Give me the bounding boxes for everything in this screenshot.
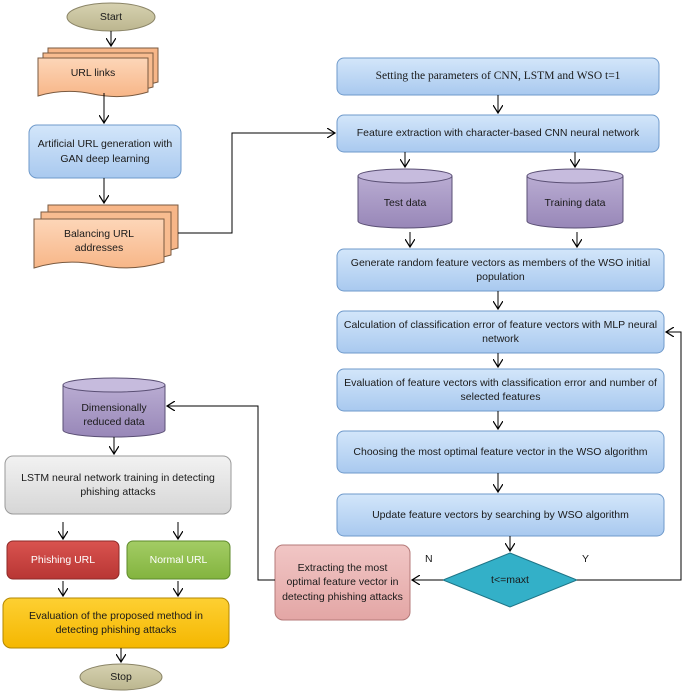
feature-extraction-box [336, 114, 660, 153]
calc-error-label: Calculation of classification error of f… [343, 318, 658, 345]
yes-branch-label: Y [582, 553, 590, 565]
test-data-label: Test data [383, 196, 427, 209]
lstm-label: LSTM neural network training in detectin… [21, 471, 215, 498]
params-label: Setting the parameters of CNN, LSTM and … [375, 69, 621, 82]
condition-diamond [441, 552, 579, 608]
choosing-label: Choosing the most optimal feature vector… [353, 445, 648, 458]
reduced-data-database [62, 377, 166, 438]
url-links-document [37, 47, 159, 98]
stop-terminal [79, 663, 163, 691]
condition-label: t<=maxt [491, 573, 529, 586]
normal-url-box [126, 540, 231, 580]
generate-box [336, 248, 665, 292]
balancing-label: Balancing URL addresses [63, 227, 135, 254]
arrow-condition-yes-loop [577, 332, 682, 581]
gan-label: Artificial URL generation with GAN deep … [37, 138, 173, 165]
lstm-box [4, 455, 232, 515]
phishing-url-label: Phishing URL [30, 553, 96, 566]
extracting-label: Extracting the most optimal feature vect… [282, 562, 403, 603]
evaluation-box [336, 368, 665, 412]
extracting-box [274, 544, 411, 621]
balancing-document [33, 204, 179, 269]
stop-label: Stop [110, 670, 132, 683]
phishing-url-box [6, 540, 120, 580]
evaluation-method-box [2, 597, 230, 649]
training-data-label: Training data [544, 196, 606, 209]
update-label: Update feature vectors by searching by W… [372, 508, 629, 521]
url-links-label: URL links [70, 66, 116, 79]
update-box [336, 493, 665, 537]
training-data-database [526, 168, 624, 229]
feature-extraction-label: Feature extraction with character-based … [356, 127, 640, 140]
evaluation-method-label: Evaluation of the proposed method in det… [29, 609, 203, 636]
test-data-database [357, 168, 453, 229]
arrow-extracting-to-reduced [167, 406, 275, 581]
reduced-data-label: Dimensionally reduced data [81, 401, 147, 428]
choosing-box [336, 430, 665, 474]
calc-error-box [336, 310, 665, 354]
start-label: Start [99, 10, 123, 23]
arrow-balancing-to-feature [178, 133, 335, 234]
no-branch-label: N [425, 553, 433, 565]
normal-url-label: Normal URL [149, 553, 208, 566]
generate-label: Generate random feature vectors as membe… [350, 256, 651, 283]
evaluation-label: Evaluation of feature vectors with class… [344, 376, 657, 403]
gan-box [28, 124, 182, 179]
